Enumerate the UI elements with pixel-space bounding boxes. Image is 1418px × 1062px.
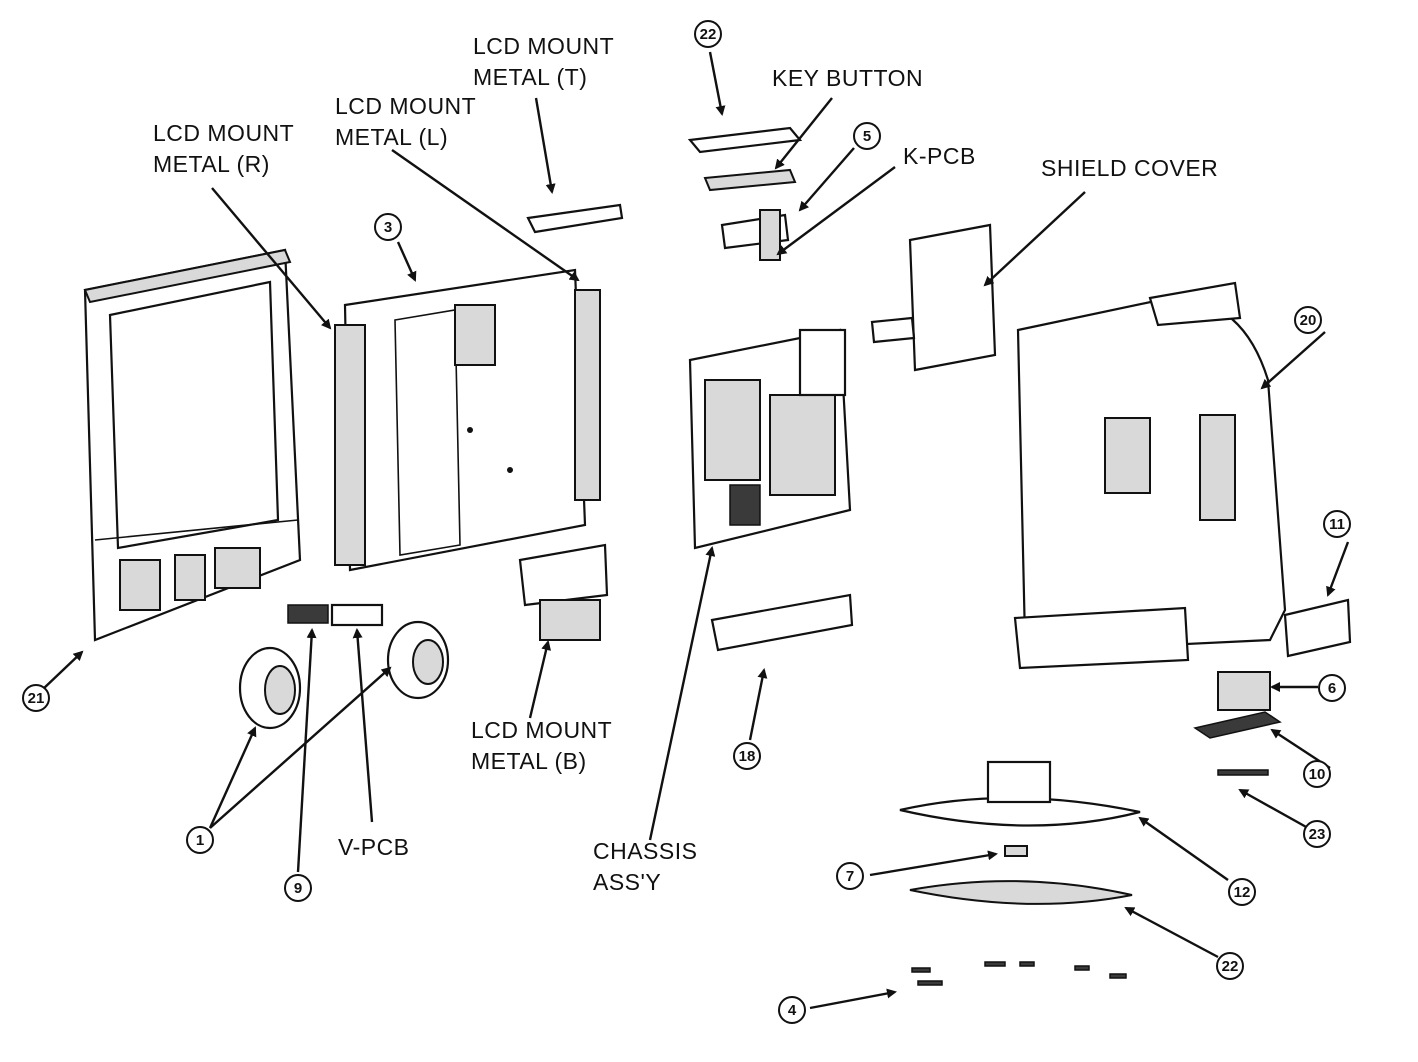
speaker-parts	[238, 620, 450, 730]
callout-3: 3	[374, 213, 402, 241]
bracket-18-part	[710, 593, 854, 652]
key-assembly-parts	[687, 126, 803, 261]
rubber-foot-part	[1004, 845, 1028, 857]
callout-22-top: 22	[694, 20, 722, 48]
callout-6: 6	[1318, 674, 1346, 702]
callout-21: 21	[22, 684, 50, 712]
callout-5: 5	[853, 122, 881, 150]
callout-11: 11	[1323, 510, 1351, 538]
v-pcb-part	[330, 603, 384, 627]
callout-9: 9	[284, 874, 312, 902]
callout-18: 18	[733, 742, 761, 770]
bracket-9-part	[287, 604, 329, 624]
label-v-pcb: V-PCB	[338, 834, 410, 860]
label-k-pcb: K-PCB	[903, 143, 976, 169]
callout-12: 12	[1228, 878, 1256, 906]
screws-23-part	[1217, 769, 1269, 776]
callout-23: 23	[1303, 820, 1331, 848]
chassis-assy-part	[688, 328, 852, 550]
callout-20: 20	[1294, 306, 1322, 334]
stand-base-part	[909, 880, 1133, 905]
callout-10: 10	[1303, 760, 1331, 788]
callout-4: 4	[778, 996, 806, 1024]
stand-hinge-part	[1217, 671, 1271, 711]
stand-neck-part	[899, 760, 1141, 827]
back-cover-part	[1013, 281, 1287, 670]
label-shield-cover: SHIELD COVER	[1041, 155, 1219, 181]
shield-cover-part	[870, 223, 997, 372]
screws-4-parts	[911, 961, 1127, 986]
hinge-base-part	[1193, 711, 1282, 739]
terminal-cover-part	[1283, 598, 1352, 658]
lcd-mount-metal-b-part	[518, 543, 609, 641]
lcd-panel-part	[334, 268, 601, 572]
lcd-mount-metal-t-part	[526, 203, 624, 234]
callout-7: 7	[836, 862, 864, 890]
callout-1: 1	[186, 826, 214, 854]
label-key-button: KEY BUTTON	[772, 65, 924, 91]
front-cabinet-part	[83, 248, 302, 642]
callout-22-bottom: 22	[1216, 952, 1244, 980]
leader-lines	[41, 51, 1350, 1010]
